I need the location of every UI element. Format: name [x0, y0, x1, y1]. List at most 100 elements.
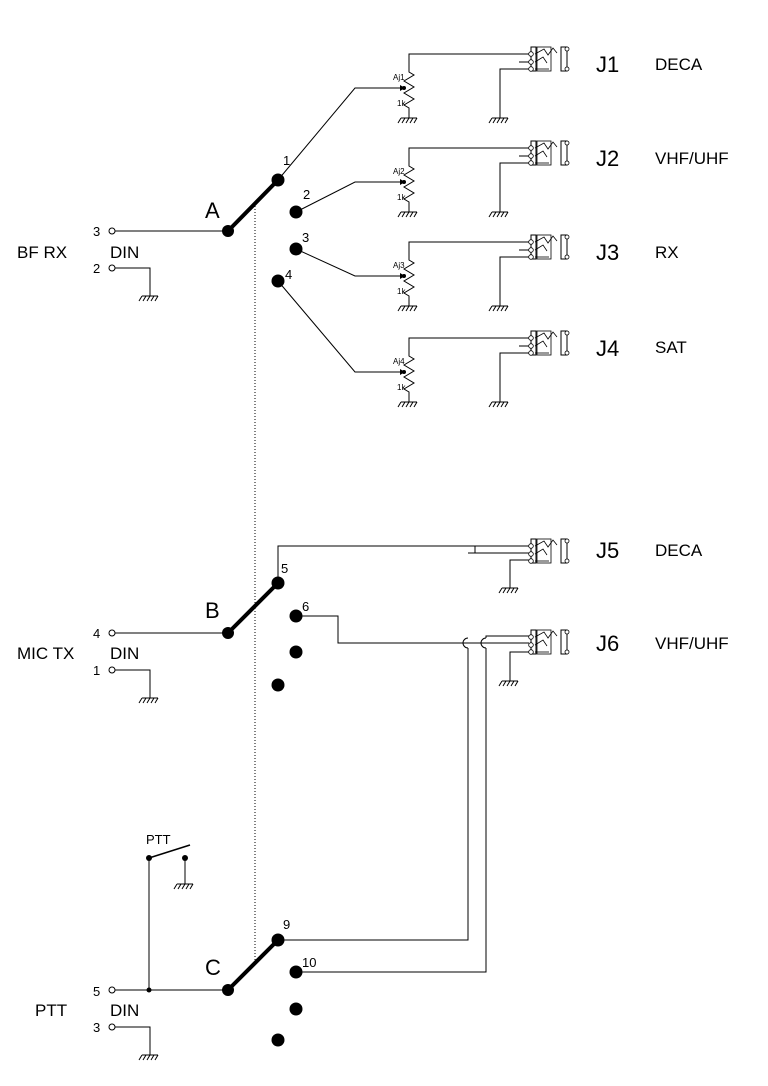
- switch-c-pos-9-label: 9: [283, 917, 290, 932]
- j1-sleeve-wire: [499, 68, 529, 118]
- j1-hot-wire: [408, 53, 529, 66]
- j3-id: J3: [596, 240, 619, 265]
- j2-id: J2: [596, 146, 619, 171]
- j4-label: SAT: [655, 338, 687, 357]
- jack-stage-j3: Aj3 1k J3 RX: [393, 234, 679, 312]
- aj4-label: Aj4: [393, 357, 405, 366]
- aj3-label: Aj3: [393, 261, 405, 270]
- wire-a1-to-aj1: [277, 87, 404, 181]
- wire-c9-to-j5-stub: [468, 546, 476, 554]
- j2-label: VHF/UHF: [655, 149, 729, 168]
- aj1-wiper-arrow: [400, 85, 405, 91]
- aj1-label: Aj1: [393, 73, 405, 82]
- mic-tx-ground-icon: [138, 697, 159, 704]
- bf-rx-din-label: DIN: [110, 243, 139, 262]
- switch-c[interactable]: C 9 10: [205, 917, 316, 1047]
- jack-stage-j1: Aj1 1k J1 DECA: [393, 46, 703, 124]
- switch-c-pos-12-dot: [271, 1033, 285, 1047]
- wire-c9-to-j5-ptt: [278, 648, 469, 941]
- j1-id: J1: [596, 52, 619, 77]
- jack-stage-j4: Aj4 1k J4 SAT: [393, 330, 687, 408]
- aj4-ground-icon: [397, 401, 418, 408]
- aj3-value: 1k: [397, 287, 406, 296]
- aj2-value: 1k: [397, 193, 406, 202]
- din-input-mic-tx: MIC TX DIN 4 1: [17, 626, 228, 704]
- j4-hot-wire: [408, 337, 529, 350]
- switch-a-label: A: [205, 198, 220, 223]
- j3-hot-wire: [408, 241, 529, 254]
- ptt-pin-b: [108, 1023, 116, 1031]
- j5-ground-icon: [498, 587, 519, 594]
- j4-jack-icon: [528, 330, 570, 356]
- j6-id: J6: [596, 631, 619, 656]
- j3-sleeve-wire: [499, 256, 529, 306]
- j2-jack-icon: [528, 140, 570, 166]
- switch-b-label: B: [205, 598, 220, 623]
- aj4-wiper-arrow: [400, 369, 405, 375]
- ptt-pushbutton[interactable]: PTT: [146, 832, 194, 990]
- ptt-din-label: DIN: [110, 1001, 139, 1020]
- switch-c-pos-11-dot: [289, 1002, 303, 1016]
- switch-b-pos-5-label: 5: [281, 561, 288, 576]
- j5-label: DECA: [655, 541, 703, 560]
- din-input-bf-rx: BF RX DIN 3 2: [17, 224, 228, 302]
- jack-stage-j6: J6 VHF/UHF: [498, 629, 729, 687]
- wire-c10-to-j6-ptt: [296, 648, 487, 973]
- switch-a[interactable]: A 1 2 3 4: [205, 153, 310, 288]
- ptt-button-label: PTT: [146, 832, 171, 847]
- j6-label: VHF/UHF: [655, 634, 729, 653]
- j3-jack-icon: [528, 234, 570, 260]
- switch-c-pos-10-label: 10: [302, 955, 316, 970]
- aj2-label: Aj2: [393, 167, 405, 176]
- ptt-pin-b-label: 3: [93, 1020, 100, 1035]
- ptt-input-label: PTT: [35, 1001, 67, 1020]
- ptt-button-ground-icon: [173, 883, 194, 890]
- bf-rx-pin-a: [108, 227, 116, 235]
- mic-tx-din-label: DIN: [110, 644, 139, 663]
- j5-jack-icon: [528, 538, 570, 564]
- mic-tx-pin-a-label: 4: [93, 626, 100, 641]
- bf-rx-pin-b-label: 2: [93, 261, 100, 276]
- aj4-trimmer-icon: [403, 349, 415, 399]
- j2-hot-wire: [408, 147, 529, 160]
- switch-a-pos-3-label: 3: [302, 230, 309, 245]
- jack-stage-j2: Aj2 1k J2 VHF/UHF: [393, 140, 729, 218]
- j1-jack-icon: [528, 46, 570, 72]
- j6-sleeve-wire: [509, 651, 529, 681]
- ptt-pin-a: [108, 986, 116, 994]
- mic-tx-label: MIC TX: [17, 644, 74, 663]
- switch-b[interactable]: B 5 6: [205, 561, 309, 692]
- aj1-ground-icon: [397, 117, 418, 124]
- j3-ground-icon: [488, 305, 509, 312]
- switch-b-pos-7-dot: [289, 645, 303, 659]
- wire-a4-to-aj4: [277, 280, 404, 373]
- switch-a-pos-4-label: 4: [285, 267, 292, 282]
- aj1-trimmer-icon: [403, 65, 415, 115]
- aj4-value: 1k: [397, 383, 406, 392]
- j4-sleeve-wire: [499, 352, 529, 402]
- din-input-ptt: PTT DIN 5 3: [35, 984, 228, 1061]
- switch-b-lever: [226, 581, 280, 635]
- wire-c10-hop: [480, 637, 487, 649]
- wire-c9-hop: [462, 637, 469, 649]
- aj1-value: 1k: [397, 99, 406, 108]
- mic-tx-pin-b: [108, 666, 116, 674]
- j2-sleeve-wire: [499, 162, 529, 212]
- switch-c-lever: [226, 938, 280, 992]
- j4-id: J4: [596, 336, 619, 361]
- j6-jack-icon: [528, 629, 570, 655]
- ptt-ground-wire: [115, 1026, 151, 1055]
- j1-ground-icon: [488, 117, 509, 124]
- j1-label: DECA: [655, 55, 703, 74]
- wire-b6-to-j6: [296, 615, 529, 644]
- wire-b5-to-j5: [277, 545, 529, 583]
- switch-a-pos-1-label: 1: [283, 153, 290, 168]
- aj3-ground-icon: [397, 305, 418, 312]
- wire-a2-to-aj2: [295, 181, 404, 213]
- aj3-wiper-arrow: [400, 273, 405, 279]
- ptt-ground-icon: [138, 1054, 159, 1061]
- aj2-ground-icon: [397, 211, 418, 218]
- aj3-trimmer-icon: [403, 253, 415, 303]
- j5-id: J5: [596, 538, 619, 563]
